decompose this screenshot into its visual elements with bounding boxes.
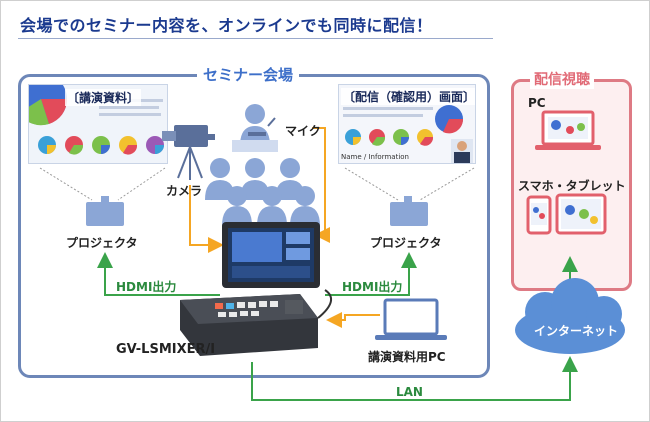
mic-to-device-arrow	[312, 127, 330, 243]
lan-label: LAN	[396, 385, 423, 399]
internet-label: インターネット	[534, 324, 619, 338]
hdmi-right-label: HDMI出力	[342, 280, 403, 294]
hdmi-left-label: HDMI出力	[116, 280, 177, 294]
title-underline	[18, 38, 493, 39]
projection-lines-right	[344, 167, 475, 201]
viewing-label: 配信視聴	[530, 69, 594, 89]
lan-arrow	[251, 356, 578, 401]
stream-preview-slide: 〔配信（確認用）画面〕 Name / Information	[338, 84, 476, 164]
device-label: GV-LSMIXER/I	[116, 342, 216, 357]
projector-right-label: プロジェクタ	[370, 236, 442, 250]
hdmi-right-arrow	[325, 252, 417, 296]
camera-label: カメラ	[166, 184, 203, 198]
tablet-icon	[555, 193, 607, 235]
lecture-slide: 〔講演資料〕	[28, 84, 168, 164]
pc-to-device-arrow	[326, 312, 380, 328]
lecture-pc-icon	[375, 298, 447, 340]
speaker-audience-icon	[205, 104, 320, 226]
mobile-label: スマホ・タブレット	[518, 179, 626, 193]
venue-label: セミナー会場	[197, 64, 300, 85]
internet-cloud-icon	[515, 278, 625, 354]
hdmi-left-arrow	[97, 252, 220, 296]
projector-left-label: プロジェクタ	[66, 236, 138, 250]
smartphone-icon	[526, 195, 552, 235]
viewer-pc-label: PC	[528, 96, 546, 110]
projection-lines-left	[39, 167, 166, 201]
page-title: 会場でのセミナー内容を、オンラインでも同時に配信！	[20, 16, 433, 35]
lecture-slide-title: 〔講演資料〕	[65, 89, 142, 106]
stream-preview-title: 〔配信（確認用）画面〕	[341, 88, 476, 105]
mic-label: マイク	[285, 124, 321, 138]
stream-preview-caption: Name / Information	[341, 153, 409, 161]
projector-right-icon	[390, 196, 428, 226]
lecture-pc-label: 講演資料用PC	[368, 350, 446, 364]
projector-left-icon	[86, 196, 124, 226]
camera-icon	[162, 125, 215, 180]
viewer-pc-icon	[535, 110, 601, 150]
camera-to-device-arrow	[189, 185, 224, 253]
lsmixer-device-icon	[180, 222, 333, 356]
